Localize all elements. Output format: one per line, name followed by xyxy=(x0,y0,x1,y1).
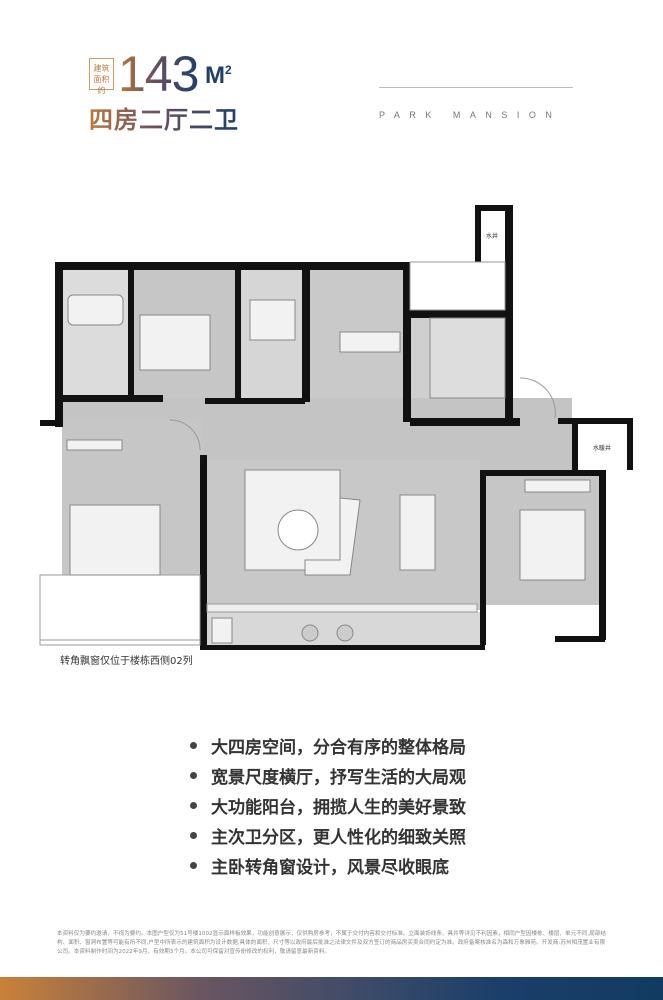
disclaimer: 本资料仅为要约邀请，不视为要约。本图户型仅为51号楼1002显示面样板效果，功能… xyxy=(57,931,606,955)
bullet-icon xyxy=(190,801,197,809)
feature-item: 主次卫分区，更人性化的细致关照 xyxy=(190,820,466,850)
area-value: 143 xyxy=(118,46,199,102)
water-heater-label: 水暖井 xyxy=(593,444,611,452)
bullet-icon xyxy=(190,861,197,869)
feature-item: 宽景尺度横厅，抒写生活的大局观 xyxy=(190,760,466,790)
area-unit-text: M xyxy=(205,62,225,89)
floor-areas xyxy=(62,270,600,648)
area-unit-sup: 2 xyxy=(225,63,232,77)
bay-window-caption: 转角飘窗仅位于楼栋西侧02列 xyxy=(60,656,193,667)
feature-item: 大功能阳台，拥揽人生的美好景致 xyxy=(190,790,466,820)
footer-gradient-bar xyxy=(0,977,663,1000)
feature-text: 大四房空间，分合有序的整体格局 xyxy=(211,737,466,758)
windows xyxy=(39,261,556,646)
water-heater-shaft xyxy=(578,424,627,470)
bullet-icon xyxy=(190,831,197,839)
walls xyxy=(40,205,633,650)
feature-list: 大四房空间，分合有序的整体格局 宽景尺度横厅，抒写生活的大局观 大功能阳台，拥揽… xyxy=(190,730,466,880)
bullet-icon xyxy=(190,741,197,749)
brand-name: PARK MANSION xyxy=(379,110,562,120)
feature-text: 大功能阳台，拥揽人生的美好景致 xyxy=(211,797,466,818)
bullet-icon xyxy=(190,771,197,779)
feature-text: 主次卫分区，更人性化的细致关照 xyxy=(211,827,466,848)
water-well-label: 水井 xyxy=(486,232,498,240)
header-divider xyxy=(379,87,573,88)
area-badge: 建筑面积约 xyxy=(89,58,114,95)
feature-item: 主卧转角窗设计，风景尽收眼底 xyxy=(190,850,466,880)
floor-plan: 水井 水暖井 xyxy=(39,205,633,650)
feature-text: 主卧转角窗设计，风景尽收眼底 xyxy=(211,857,449,878)
feature-item: 大四房空间，分合有序的整体格局 xyxy=(190,730,466,760)
water-well-shaft xyxy=(481,211,505,261)
furniture xyxy=(66,294,591,644)
area-unit: M2 xyxy=(205,62,232,90)
feature-text: 宽景尺度横厅，抒写生活的大局观 xyxy=(211,767,466,788)
layout-title: 四房二厅二卫 xyxy=(89,100,239,135)
